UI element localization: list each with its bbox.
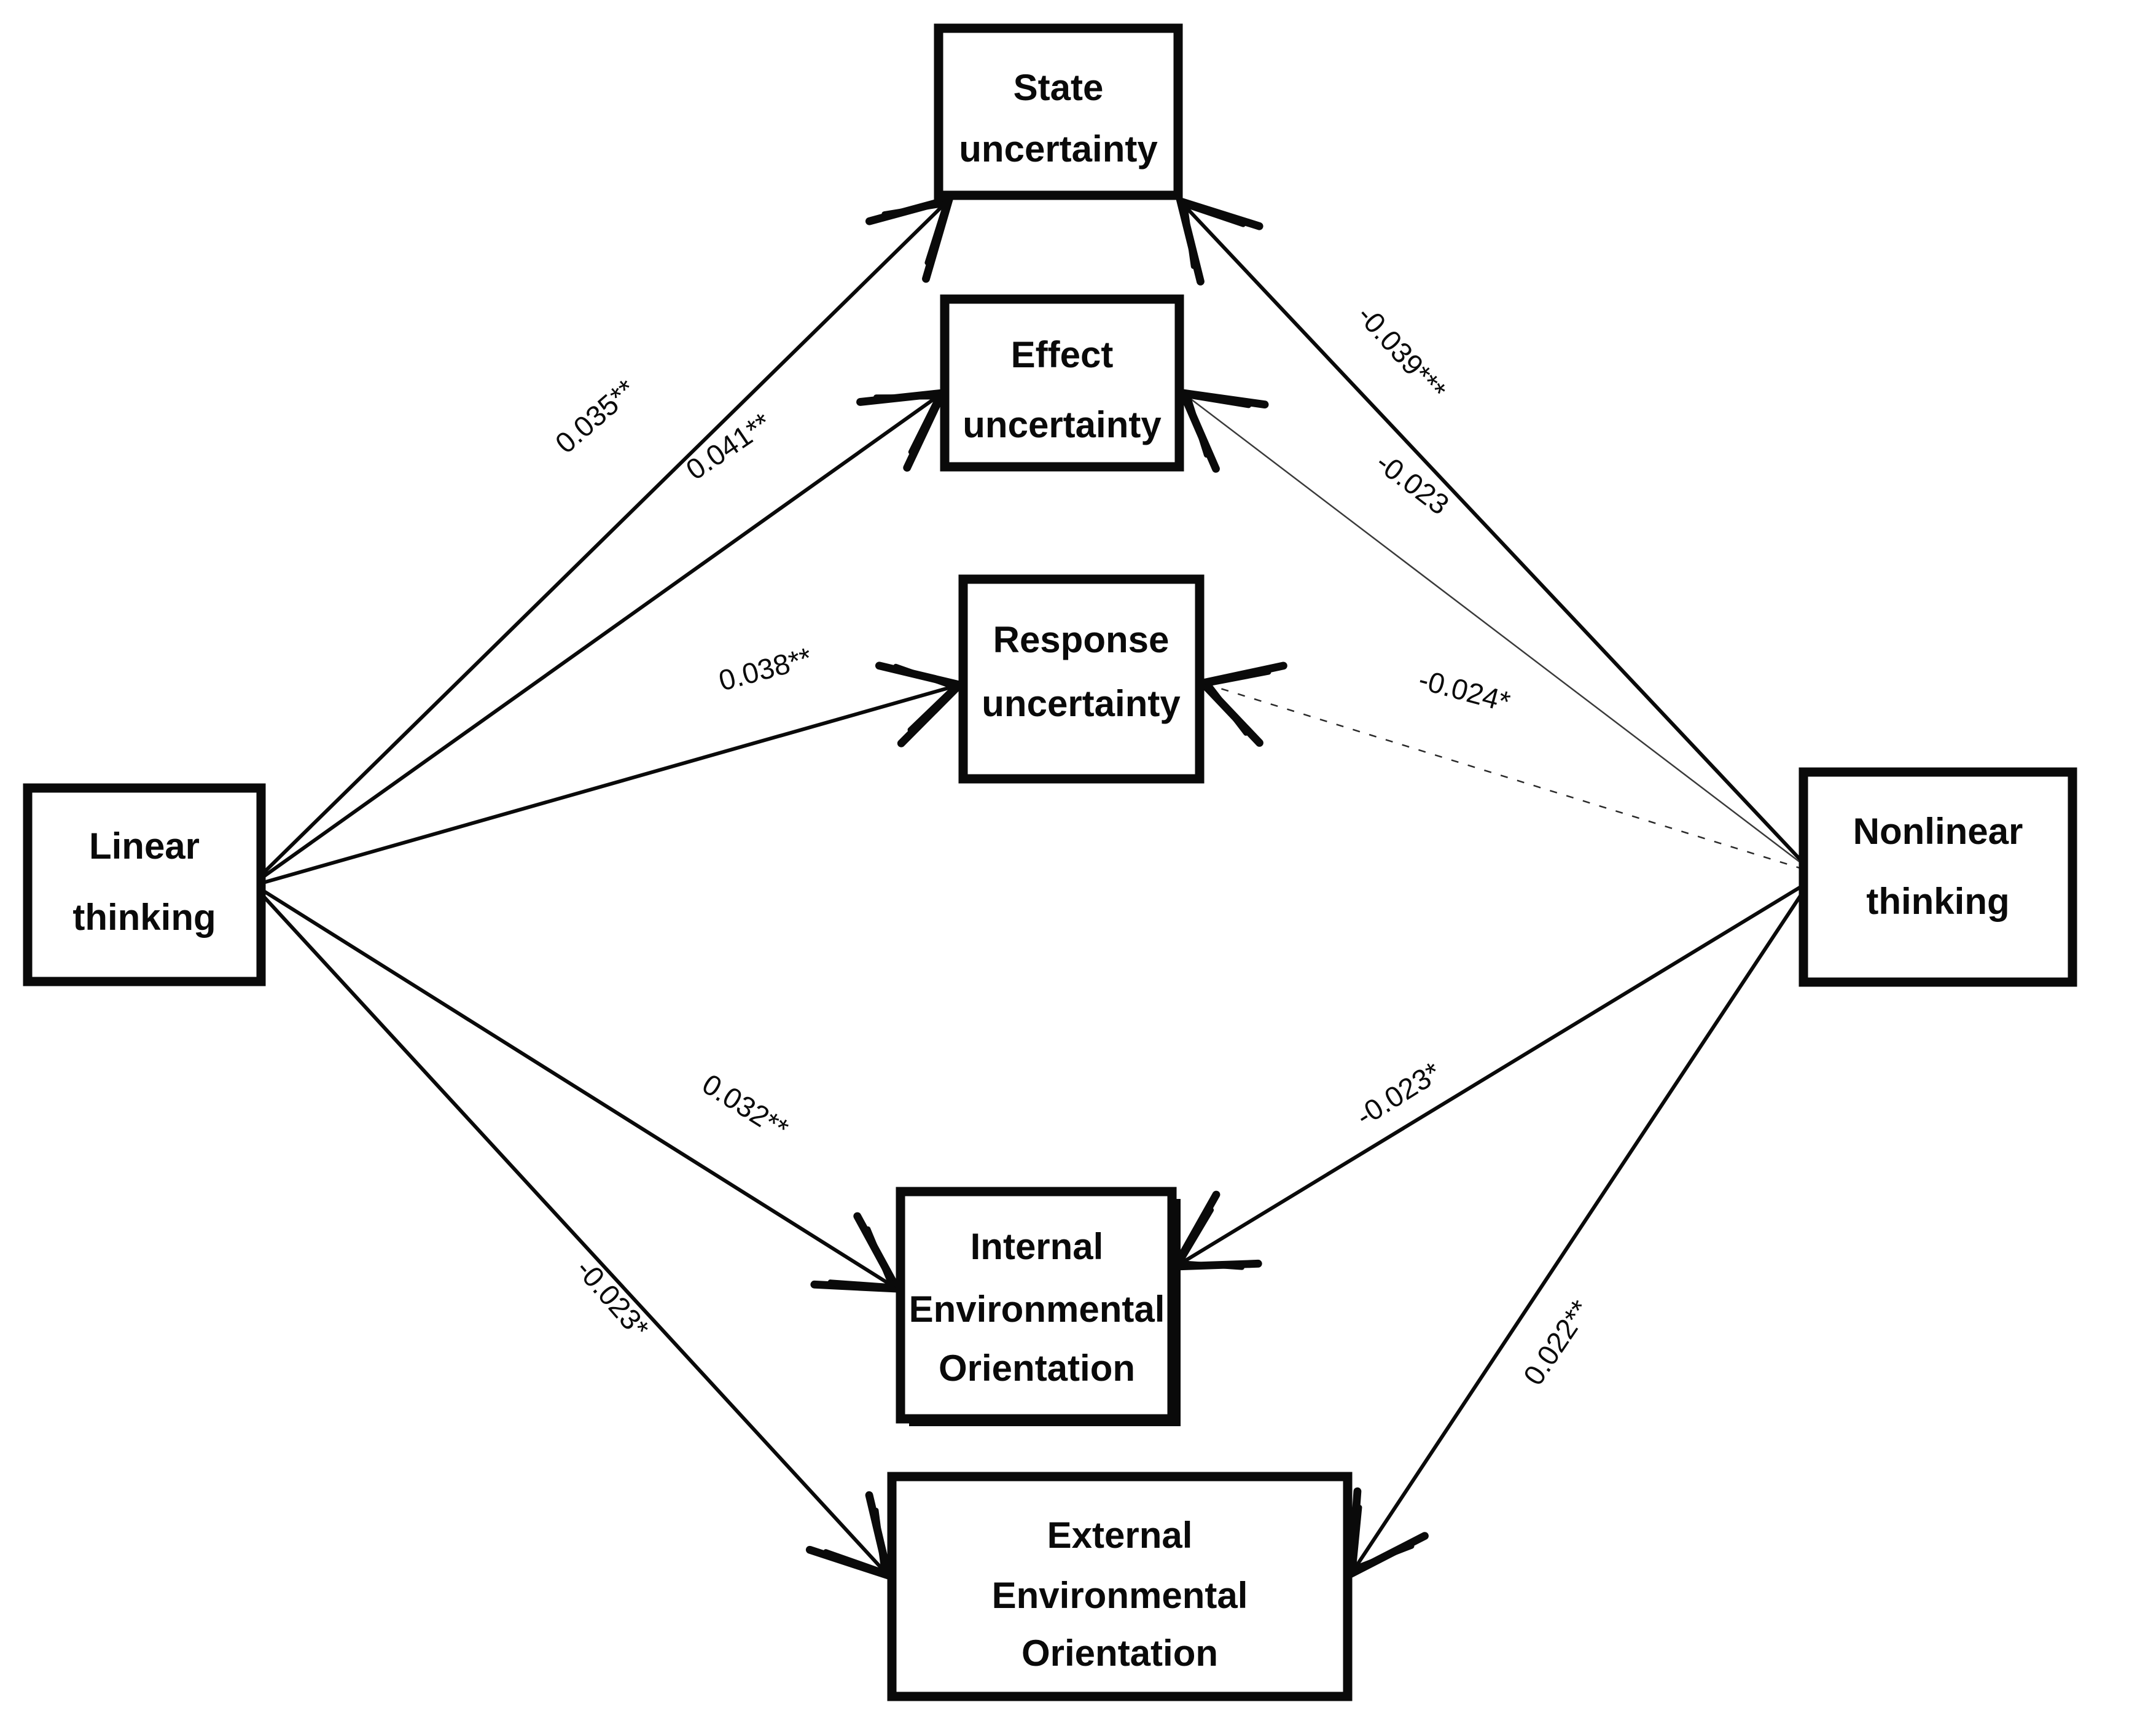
coefficient-label-nonlinear-internal: -0.023* [1350,1055,1447,1132]
arrow-linear-to-state [259,193,955,877]
arrow-nonlinear-to-internal [1168,883,1806,1271]
arrow-nonlinear-to-effect [1176,388,1804,865]
node-box [887,1472,1353,1701]
arrow-linear-to-internal [260,888,904,1293]
coefficient-label-nonlinear-effect: -0.023 [1370,446,1455,521]
coefficient-label-linear-external: -0.023* [570,1253,655,1345]
node-label-line: uncertainty [963,404,1162,445]
arrow-nonlinear-to-state [1174,195,1805,865]
node-label-line: Internal [971,1226,1104,1267]
node-box [896,1187,1177,1424]
node-label-line: External [1047,1515,1193,1556]
coefficient-label-linear-internal: 0.032** [697,1067,794,1146]
node-label-line: thinking [1866,881,2009,922]
node-box [958,574,1205,784]
coefficient-label-linear-response: 0.038** [715,641,815,697]
node-box [934,23,1183,200]
arrow-linear-to-response [260,662,967,885]
node-nonlinear-thinking: Nonlinear thinking [1799,767,2077,987]
node-label-line: Environmental [909,1289,1165,1330]
node-label-line: Environmental [992,1575,1248,1616]
arrow-nonlinear-to-external [1346,888,1806,1580]
node-state-uncertainty: State uncertainty [934,23,1183,200]
arrow-linear-to-effect [260,388,949,880]
arrow-nonlinear-to-response [1195,662,1804,870]
node-label-line: uncertainty [959,128,1158,170]
node-label-line: State [1014,67,1104,108]
node-effect-uncertainty: Effect uncertainty [940,294,1184,472]
node-box [1799,767,2077,987]
coefficient-label-nonlinear-response: -0.024* [1415,663,1513,718]
node-label-line: Orientation [1021,1633,1218,1674]
node-response-uncertainty: Response uncertainty [958,574,1205,784]
node-label-line: Linear [89,825,200,867]
coefficient-label-nonlinear-state: -0.039*** [1351,299,1453,406]
node-label-line: uncertainty [982,683,1181,724]
node-label-line: Effect [1011,334,1114,375]
node-external-environmental-orientation: External Environmental Orientation [887,1472,1353,1701]
arrow-linear-to-external [259,892,894,1582]
node-box [23,783,266,986]
node-label-line: Orientation [939,1348,1135,1389]
node-label-line: Nonlinear [1853,811,2023,852]
node-label-line: Response [993,619,1170,660]
coefficient-label-linear-state: 0.035** [549,373,642,459]
node-label-line: thinking [72,897,216,938]
node-box [940,294,1184,472]
node-linear-thinking: Linear thinking [23,783,266,986]
node-internal-environmental-orientation: Internal Environmental Orientation [896,1187,1181,1426]
